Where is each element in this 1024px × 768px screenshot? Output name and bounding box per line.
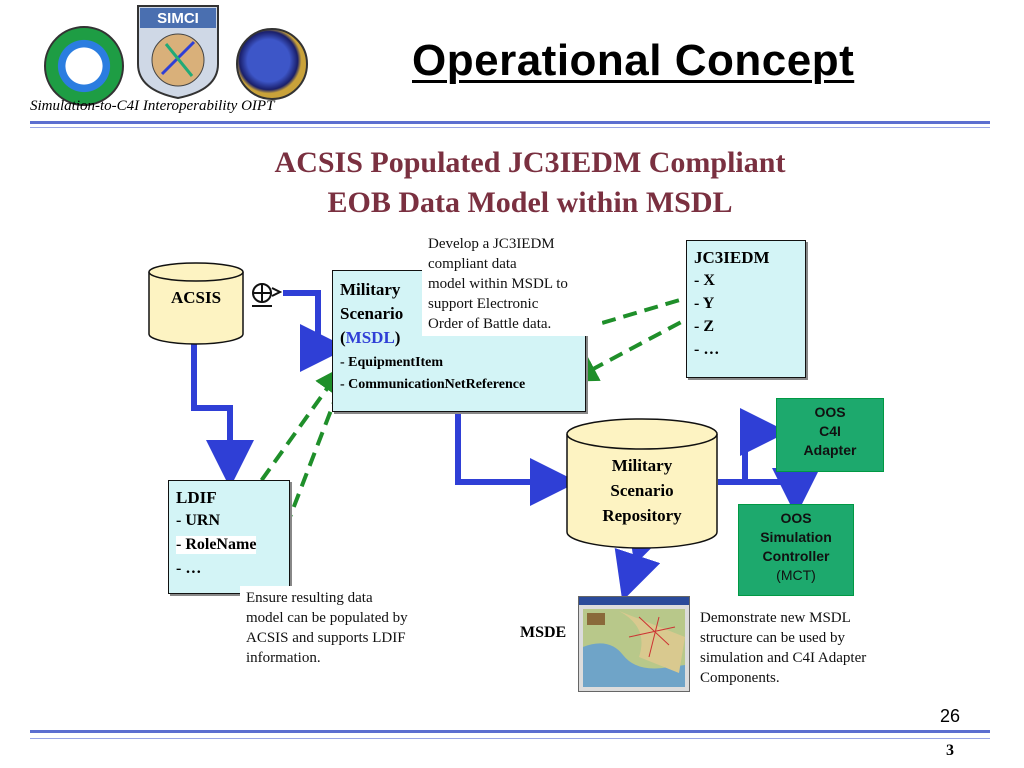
- globe-logo: [236, 28, 308, 100]
- oos-sim-line3: Controller: [762, 548, 830, 564]
- diagram-headline-1: ACSIS Populated JC3IEDM Compliant: [274, 146, 786, 179]
- develop-note-line: support Electronic: [428, 296, 539, 312]
- msdl-paren-open: (: [340, 328, 346, 347]
- oos-c4i-adapter-box: OOS C4I Adapter: [776, 398, 884, 472]
- footer-rule: [30, 730, 990, 733]
- repository-cylinder: Military Scenario Repository: [566, 418, 718, 550]
- acsis-cylinder: ACSIS: [148, 262, 244, 346]
- develop-note-line: Develop a JC3IEDM: [428, 236, 555, 252]
- simci-logo-text: SIMCI: [157, 10, 199, 27]
- repository-line3: Repository: [602, 506, 682, 525]
- develop-note-line: model within MSDL to: [428, 276, 568, 292]
- msdl-item-commnet: - CommunicationNetReference: [340, 377, 526, 392]
- ldif-title: LDIF: [176, 488, 217, 507]
- msdl-paren-close: ): [394, 328, 401, 347]
- jc3iedm-item: - Z: [694, 318, 714, 335]
- header-rule: [30, 121, 990, 124]
- header-rule-thin: [30, 127, 990, 128]
- ldif-item: - RoleName: [176, 536, 257, 554]
- msde-screenshot: [578, 596, 690, 692]
- simci-logo: SIMCI: [136, 4, 220, 100]
- oos-sim-line4: (MCT): [776, 567, 816, 583]
- diagram-headline-2: EOB Data Model within MSDL: [327, 186, 733, 219]
- repository-line1: Military: [611, 456, 673, 475]
- jc3iedm-title: JC3IEDM: [694, 248, 770, 267]
- repository-line2: Scenario: [610, 481, 674, 500]
- oos-c4i-line1: OOS: [814, 404, 846, 420]
- army-logo: [44, 26, 124, 106]
- oos-simulation-controller-box: OOS Simulation Controller (MCT): [738, 504, 854, 596]
- demonstrate-note: Demonstrate new MSDL structure can be us…: [700, 608, 900, 688]
- develop-note: Develop a JC3IEDM compliant data model w…: [422, 232, 602, 336]
- msde-label: MSDE: [520, 624, 567, 641]
- msdl-acronym: MSDL: [345, 328, 395, 347]
- acsis-label: ACSIS: [170, 288, 222, 307]
- jc3iedm-box: [686, 240, 806, 378]
- oos-sim-line1: OOS: [780, 510, 812, 526]
- ensure-note-line: ACSIS and supports LDIF: [246, 630, 406, 646]
- msdl-line2: Scenario: [340, 304, 404, 323]
- jc3iedm-item: - …: [694, 341, 720, 358]
- ensure-note: Ensure resulting data model can be popul…: [240, 586, 452, 670]
- msdl-line1: Military: [340, 280, 401, 299]
- develop-note-line: Order of Battle data.: [428, 316, 552, 332]
- shield-icon: [246, 280, 283, 315]
- demonstrate-note-line: Demonstrate new MSDL: [700, 610, 851, 626]
- ensure-note-line: model can be populated by: [246, 610, 408, 626]
- ensure-note-line: Ensure resulting data: [246, 590, 373, 606]
- jc3iedm-item: - X: [694, 272, 715, 289]
- msdl-line3: (MSDL): [340, 328, 400, 348]
- demonstrate-note-line: simulation and C4I Adapter: [700, 650, 867, 666]
- jc3iedm-item: - Y: [694, 295, 715, 312]
- ldif-item: - …: [176, 560, 202, 577]
- develop-note-line: compliant data: [428, 256, 517, 272]
- demonstrate-note-line: Components.: [700, 670, 780, 686]
- msdl-item-equipment: - EquipmentItem: [340, 355, 444, 370]
- oos-sim-line2: Simulation: [760, 529, 832, 545]
- footer-rule-thin: [30, 738, 990, 739]
- ldif-item: - URN: [176, 512, 220, 529]
- outer-page-number: 3: [946, 742, 954, 759]
- oos-c4i-line2: C4I: [819, 423, 841, 439]
- inner-page-number: 26: [940, 706, 961, 726]
- oos-c4i-line3: Adapter: [803, 442, 857, 458]
- slide-title: Operational Concept: [412, 36, 855, 85]
- ensure-note-line: information.: [246, 650, 321, 666]
- org-label: Simulation-to-C4I Interoperability OIPT: [30, 98, 275, 114]
- demonstrate-note-line: structure can be used by: [700, 630, 845, 646]
